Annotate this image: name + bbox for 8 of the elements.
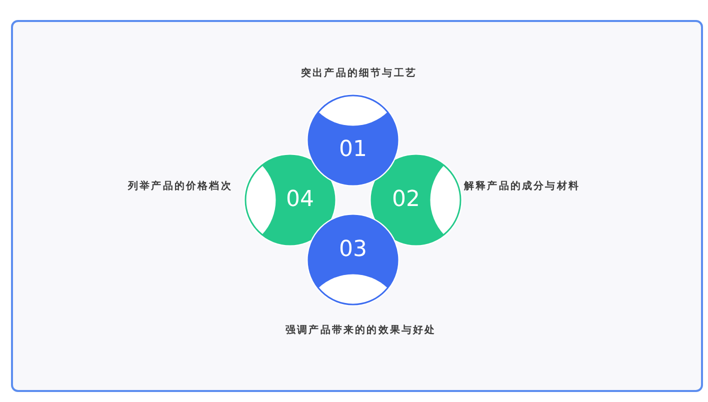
caption-text: 突出产品的细节与工艺: [301, 68, 417, 80]
caption-text: 解释产品的成分与材料: [464, 181, 580, 193]
caption-text: 强调产品带来的的效果与好处: [286, 325, 436, 337]
step-number: 03: [339, 239, 367, 261]
caption-text: 列举产品的价格档次: [128, 181, 232, 193]
step-number: 04: [286, 189, 314, 211]
step-number: 02: [392, 189, 420, 211]
step-number: 01: [339, 139, 367, 161]
